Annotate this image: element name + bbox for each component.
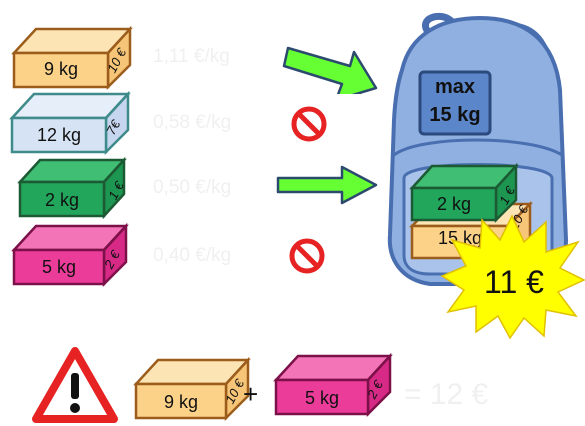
box-shape (409, 162, 519, 224)
box-shape (17, 156, 127, 220)
warning-box-pink-5kg: 5 kg 2 € (273, 352, 393, 418)
prohibited-icon (291, 106, 327, 142)
backpack-capacity-label: 15 kg (429, 104, 481, 126)
box-green-2kg: 2 kg 1 € (17, 156, 127, 220)
box-shape (9, 90, 131, 156)
box-shape (11, 222, 129, 288)
prohibited-icon (289, 238, 325, 274)
box-weight-label: 5 kg (304, 388, 340, 408)
ratio-label-2: 0,58 €/kg (153, 112, 232, 133)
ratio-label-4: 0,40 €/kg (153, 245, 232, 266)
box-weight-label: 12 kg (36, 125, 82, 145)
box-weight-label: 5 kg (41, 257, 77, 277)
box-weight-label: 9 kg (43, 59, 79, 79)
box-shape (11, 25, 133, 91)
box-shape (273, 352, 393, 418)
box-shape (133, 356, 251, 422)
warning-box-orange-9kg: 9 kg 10 € (133, 356, 251, 422)
box-weight-label: 9 kg (163, 392, 199, 412)
box-weight-label: 2 kg (436, 194, 472, 214)
backpack-max-label: max (434, 76, 476, 98)
ratio-label-3: 0,50 €/kg (153, 177, 232, 198)
warning-icon (32, 347, 118, 423)
box-orange-9kg: 9 kg 10 € (11, 25, 133, 91)
box-weight-label: 2 kg (44, 190, 80, 210)
sum-result-label: = 12 € (404, 378, 489, 411)
arrow-right-icon (282, 46, 378, 94)
box-pink-5kg: 5 kg 2 € (11, 222, 129, 288)
box-weight-label: 15 kg (437, 228, 483, 248)
total-price-label: 11 € (484, 264, 544, 300)
starburst-icon (440, 214, 585, 340)
arrow-right-icon (276, 165, 378, 205)
plus-sign: + (243, 379, 259, 409)
ratio-label-1: 1,11 €/kg (153, 46, 230, 67)
backpack-box-green: 2 kg 1 € (409, 162, 519, 224)
box-lightblue-12kg: 12 kg 7€ (9, 90, 131, 156)
